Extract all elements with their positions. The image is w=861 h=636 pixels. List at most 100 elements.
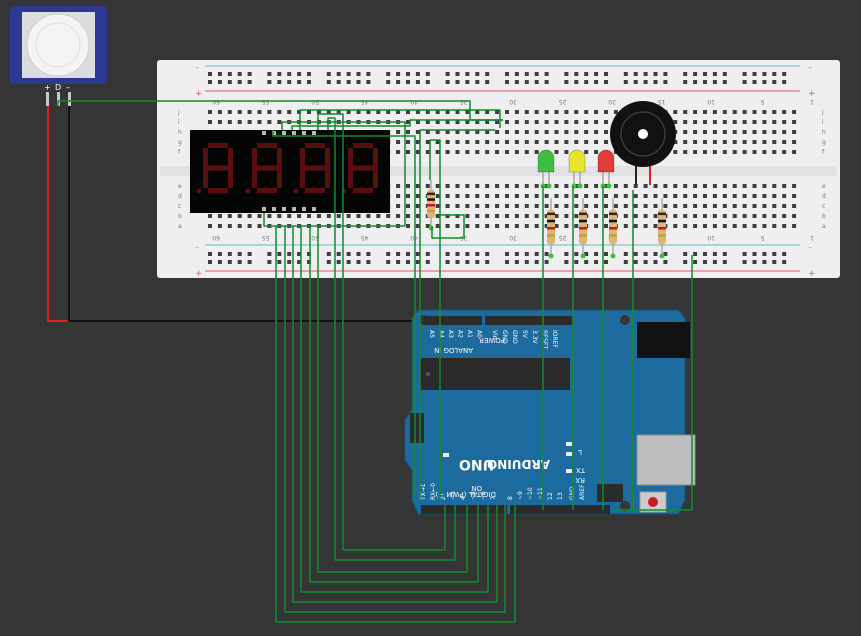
breadboard-hole[interactable] bbox=[366, 80, 371, 84]
breadboard-hole[interactable] bbox=[772, 72, 777, 76]
breadboard-hole[interactable] bbox=[604, 184, 608, 188]
breadboard-hole[interactable] bbox=[544, 204, 549, 208]
breadboard-hole[interactable] bbox=[604, 80, 608, 84]
breadboard-hole[interactable] bbox=[465, 140, 470, 144]
breadboard-hole[interactable] bbox=[772, 120, 777, 124]
breadboard-hole[interactable] bbox=[633, 194, 638, 198]
breadboard-hole[interactable] bbox=[455, 224, 460, 228]
breadboard-hole[interactable] bbox=[277, 72, 282, 76]
breadboard-hole[interactable] bbox=[762, 194, 767, 198]
breadboard-hole[interactable] bbox=[712, 224, 717, 228]
breadboard-hole[interactable] bbox=[752, 224, 757, 228]
breadboard-hole[interactable] bbox=[465, 150, 470, 154]
breadboard-hole[interactable] bbox=[277, 120, 282, 124]
breadboard-hole[interactable] bbox=[316, 110, 321, 114]
breadboard-hole[interactable] bbox=[792, 150, 797, 154]
breadboard-hole[interactable] bbox=[455, 140, 460, 144]
breadboard-hole[interactable] bbox=[544, 194, 549, 198]
breadboard-hole[interactable] bbox=[227, 260, 232, 264]
breadboard-hole[interactable] bbox=[792, 214, 797, 218]
breadboard-hole[interactable] bbox=[722, 72, 727, 76]
breadboard-hole[interactable] bbox=[693, 110, 698, 114]
breadboard-hole[interactable] bbox=[762, 214, 767, 218]
breadboard-hole[interactable] bbox=[475, 252, 480, 256]
breadboard-hole[interactable] bbox=[514, 260, 519, 264]
breadboard-hole[interactable] bbox=[693, 260, 698, 264]
breadboard-hole[interactable] bbox=[505, 204, 509, 208]
breadboard-hole[interactable] bbox=[663, 80, 668, 84]
breadboard-hole[interactable] bbox=[475, 260, 480, 264]
digital-header-high[interactable] bbox=[510, 505, 610, 514]
breadboard-hole[interactable] bbox=[703, 204, 707, 208]
breadboard-hole[interactable] bbox=[554, 184, 559, 188]
breadboard-hole[interactable] bbox=[406, 252, 410, 256]
breadboard-hole[interactable] bbox=[544, 110, 549, 114]
wire-segment-top[interactable] bbox=[272, 130, 416, 500]
breadboard-hole[interactable] bbox=[653, 224, 658, 228]
breadboard-hole[interactable] bbox=[584, 72, 589, 76]
wire-segment-top[interactable] bbox=[291, 119, 503, 130]
breadboard-hole[interactable] bbox=[326, 110, 331, 114]
breadboard-hole[interactable] bbox=[604, 214, 608, 218]
breadboard-hole[interactable] bbox=[604, 204, 608, 208]
breadboard-hole[interactable] bbox=[415, 72, 420, 76]
breadboard-hole[interactable] bbox=[257, 110, 262, 114]
breadboard-hole[interactable] bbox=[455, 110, 460, 114]
breadboard-hole[interactable] bbox=[445, 150, 450, 154]
breadboard-hole[interactable] bbox=[574, 204, 579, 208]
breadboard-hole[interactable] bbox=[584, 130, 589, 134]
breadboard-hole[interactable] bbox=[564, 204, 569, 208]
breadboard-hole[interactable] bbox=[564, 130, 569, 134]
breadboard-hole[interactable] bbox=[505, 120, 509, 124]
breadboard-hole[interactable] bbox=[208, 80, 212, 84]
breadboard-hole[interactable] bbox=[693, 80, 698, 84]
breadboard-hole[interactable] bbox=[445, 194, 450, 198]
breadboard-hole[interactable] bbox=[534, 214, 539, 218]
breadboard-hole[interactable] bbox=[742, 184, 747, 188]
power-header[interactable] bbox=[485, 316, 573, 325]
breadboard-hole[interactable] bbox=[415, 120, 420, 124]
breadboard-hole[interactable] bbox=[633, 252, 638, 256]
breadboard-hole[interactable] bbox=[534, 184, 539, 188]
breadboard-hole[interactable] bbox=[732, 130, 737, 134]
breadboard-hole[interactable] bbox=[455, 184, 460, 188]
breadboard-hole[interactable] bbox=[435, 204, 440, 208]
breadboard-hole[interactable] bbox=[762, 204, 767, 208]
breadboard-hole[interactable] bbox=[792, 194, 797, 198]
breadboard-hole[interactable] bbox=[415, 184, 420, 188]
breadboard-hole[interactable] bbox=[485, 140, 490, 144]
breadboard-hole[interactable] bbox=[574, 194, 579, 198]
breadboard-hole[interactable] bbox=[762, 110, 767, 114]
breadboard-hole[interactable] bbox=[683, 194, 688, 198]
breadboard-hole[interactable] bbox=[247, 120, 252, 124]
breadboard-hole[interactable] bbox=[762, 260, 767, 264]
breadboard-hole[interactable] bbox=[623, 184, 628, 188]
breadboard-hole[interactable] bbox=[406, 140, 410, 144]
breadboard-hole[interactable] bbox=[772, 214, 777, 218]
breadboard-hole[interactable] bbox=[683, 214, 688, 218]
breadboard-hole[interactable] bbox=[475, 120, 480, 124]
breadboard-hole[interactable] bbox=[465, 120, 470, 124]
breadboard-hole[interactable] bbox=[633, 224, 638, 228]
breadboard-hole[interactable] bbox=[574, 224, 579, 228]
breadboard-hole[interactable] bbox=[653, 204, 658, 208]
breadboard-hole[interactable] bbox=[465, 72, 470, 76]
wires[interactable] bbox=[47, 100, 693, 623]
breadboard-hole[interactable] bbox=[703, 224, 707, 228]
breadboard-hole[interactable] bbox=[643, 260, 648, 264]
breadboard-hole[interactable] bbox=[346, 252, 351, 256]
breadboard-hole[interactable] bbox=[633, 214, 638, 218]
led-body[interactable] bbox=[537, 149, 555, 173]
breadboard-hole[interactable] bbox=[742, 120, 747, 124]
breadboard-hole[interactable] bbox=[594, 184, 599, 188]
breadboard-hole[interactable] bbox=[554, 204, 559, 208]
breadboard-hole[interactable] bbox=[703, 194, 707, 198]
breadboard-hole[interactable] bbox=[643, 80, 648, 84]
breadboard-hole[interactable] bbox=[584, 184, 589, 188]
breadboard-hole[interactable] bbox=[683, 140, 688, 144]
breadboard-hole[interactable] bbox=[425, 224, 430, 228]
breadboard-hole[interactable] bbox=[485, 184, 490, 188]
breadboard-hole[interactable] bbox=[445, 130, 450, 134]
breadboard-hole[interactable] bbox=[722, 130, 727, 134]
breadboard-hole[interactable] bbox=[406, 260, 410, 264]
